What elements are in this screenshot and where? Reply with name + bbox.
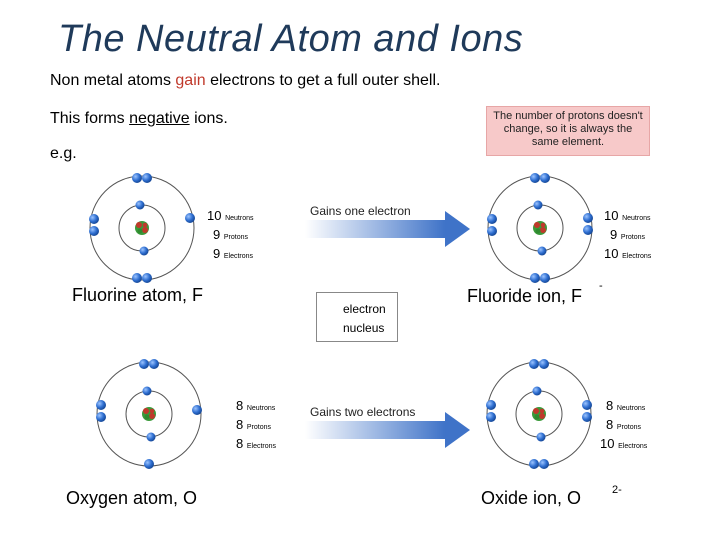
count-number: 10 — [604, 208, 619, 223]
arrow-gains-two-electrons — [305, 412, 470, 448]
count-unit: Protons — [616, 424, 641, 431]
arrow-label-gains-one: Gains one electron — [310, 204, 411, 218]
oxide-ion-diagram — [486, 359, 592, 469]
count-unit: Protons — [246, 424, 271, 431]
count-number: 10 — [207, 208, 222, 223]
nucleus-icon — [533, 221, 547, 235]
electrons — [89, 173, 195, 283]
fluorine-atom-caption: Fluorine atom, F — [72, 285, 204, 305]
count-unit: Electrons — [622, 253, 652, 260]
intro-gain-word: gain — [175, 72, 206, 89]
count-number: 8 — [606, 417, 614, 432]
oxide-ion-charge: 2- — [612, 484, 622, 496]
oxygen-atom-caption: Oxygen atom, O — [66, 488, 198, 508]
count-number: 8 — [236, 417, 244, 432]
oxide-ion-caption: Oxide ion, O — [481, 488, 582, 508]
forms-after: ions. — [189, 110, 228, 127]
nucleus-icon — [532, 407, 546, 421]
fluoride-ion-counts: 10 Neutrons 9 Protons 10 Electrons — [604, 208, 651, 265]
note-box: The number of protons doesn't change, so… — [486, 106, 650, 156]
eg-label: e.g. — [50, 145, 77, 162]
count-unit: Neutrons — [225, 215, 254, 222]
count-number: 10 — [604, 246, 619, 261]
intro-after: electrons to get a full outer shell. — [205, 72, 441, 89]
nucleus-icon — [142, 407, 156, 421]
count-unit: Neutrons — [622, 215, 651, 222]
count-unit: Protons — [620, 234, 645, 241]
forms-text: This forms negative ions. — [50, 110, 228, 128]
count-unit: Neutrons — [246, 405, 276, 412]
legend-electron-label: electron — [343, 302, 386, 316]
intro-before: Non metal atoms — [50, 72, 176, 89]
arrow-gains-one-electron — [305, 211, 470, 247]
fluoride-ion-charge: - — [599, 280, 603, 292]
count-unit: Neutrons — [616, 405, 646, 412]
legend-box: electron nucleus — [316, 292, 398, 342]
count-unit: Electrons — [618, 443, 648, 450]
page-title: The Neutral Atom and Ions — [58, 18, 524, 60]
count-number: 10 — [600, 436, 615, 451]
count-number: 9 — [610, 227, 618, 242]
fluorine-atom-counts: 10 Neutrons 9 Protons 9 Electrons — [207, 208, 254, 265]
count-number: 8 — [236, 398, 244, 413]
count-number: 9 — [213, 227, 221, 242]
fluoride-ion-diagram — [487, 173, 593, 283]
oxide-ion-counts: 8 Neutrons 8 Protons 10 Electrons — [600, 398, 647, 455]
arrow-label-gains-two: Gains two electrons — [310, 405, 416, 419]
nucleus-icon — [135, 221, 149, 235]
count-unit: Protons — [223, 234, 248, 241]
count-unit: Electrons — [246, 443, 277, 450]
oxygen-atom-counts: 8 Neutrons 8 Protons 8 Electrons — [236, 398, 276, 455]
count-number: 9 — [213, 246, 221, 261]
count-unit: Electrons — [223, 253, 254, 260]
oxygen-atom-diagram — [96, 359, 202, 469]
legend-nucleus-label: nucleus — [343, 321, 385, 335]
forms-negative-word: negative — [129, 110, 190, 127]
count-number: 8 — [606, 398, 614, 413]
count-number: 8 — [236, 436, 244, 451]
intro-text: Non metal atoms gain electrons to get a … — [50, 72, 440, 90]
fluoride-ion-caption: Fluoride ion, F — [467, 286, 583, 306]
forms-before: This forms — [50, 110, 130, 127]
fluorine-atom-diagram — [89, 173, 195, 283]
